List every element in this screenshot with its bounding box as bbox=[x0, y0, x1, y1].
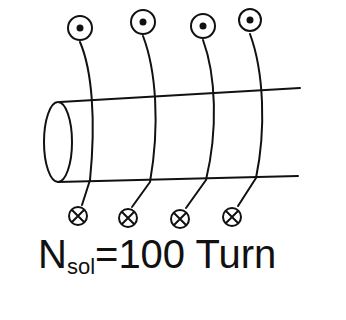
turn-count: =100 Turn bbox=[95, 232, 276, 276]
winding-turn bbox=[80, 42, 93, 205]
current-out-symbol bbox=[68, 9, 261, 40]
winding-turn bbox=[186, 40, 214, 208]
solenoid-edge bbox=[60, 88, 300, 102]
current-in-symbol bbox=[69, 207, 241, 228]
solenoid-end bbox=[44, 102, 72, 182]
winding-turn bbox=[238, 34, 262, 206]
symbol-letter: N bbox=[38, 232, 67, 276]
subscript: sol bbox=[67, 256, 95, 278]
solenoid-edge bbox=[58, 176, 298, 182]
winding-turn bbox=[132, 36, 156, 207]
turns-caption: Nsol=100 Turn bbox=[38, 232, 276, 276]
